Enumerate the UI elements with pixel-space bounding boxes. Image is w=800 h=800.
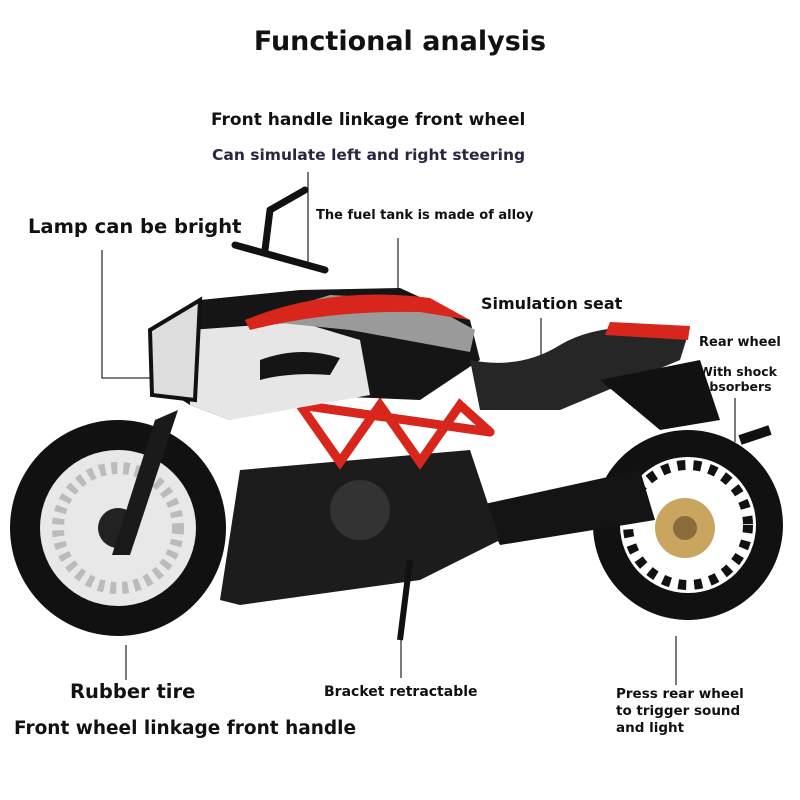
label-bracket: Bracket retractable: [324, 684, 478, 700]
label-press-2: to trigger sound: [616, 703, 741, 719]
leader-lines: [101, 172, 736, 685]
label-rubber-tire: Rubber tire: [70, 680, 196, 703]
label-rear-wheel: Rear wheel: [699, 335, 781, 350]
label-front-wheel: Front wheel linkage front handle: [14, 718, 357, 739]
label-shock-2: absorbers: [701, 379, 772, 394]
label-lamp: Lamp can be bright: [28, 215, 242, 238]
front-wheel: [10, 420, 226, 636]
label-fuel-tank: The fuel tank is made of alloy: [316, 208, 534, 223]
page-title: Functional analysis: [253, 26, 547, 57]
label-shock-1: With shock: [699, 364, 777, 379]
label-seat: Simulation seat: [481, 294, 623, 313]
label-press-1: Press rear wheel: [616, 686, 744, 702]
label-steering: Can simulate left and right steering: [212, 146, 526, 164]
label-press-3: and light: [616, 720, 685, 736]
label-front-handle: Front handle linkage front wheel: [211, 110, 526, 130]
